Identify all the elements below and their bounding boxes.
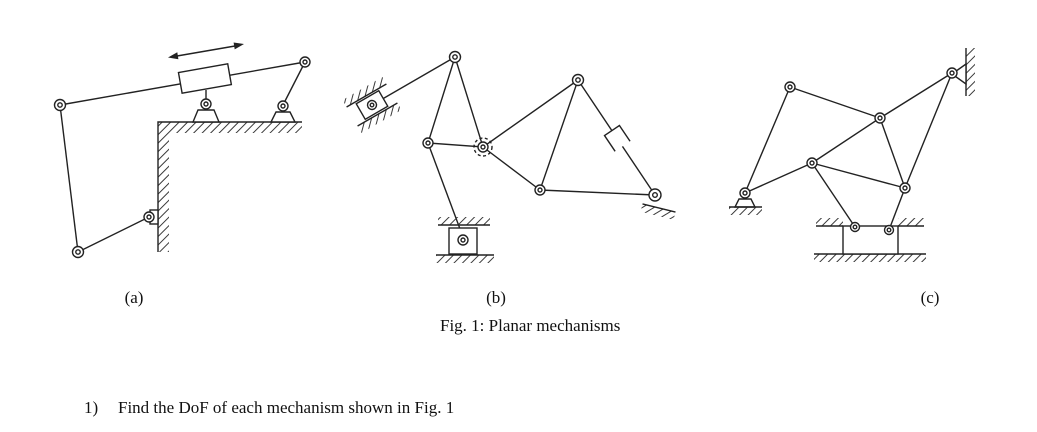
wall-pivot-a xyxy=(143,209,159,225)
figure-label-a: (a) xyxy=(124,288,144,307)
revolute-joints-b xyxy=(422,50,585,196)
pin-support-a xyxy=(269,100,297,123)
question-number: 1) xyxy=(84,398,99,417)
triangle-link-1 xyxy=(427,54,484,148)
mechanism-c-diagram xyxy=(729,48,975,262)
bottom-slider-c xyxy=(814,218,926,262)
wall-c xyxy=(950,48,975,96)
ground-wall-a xyxy=(157,121,302,252)
question-item: 1) Find the DoF of each mechanism shown … xyxy=(84,398,454,418)
mechanism-b-diagram xyxy=(342,50,676,263)
revolute-joints-c xyxy=(739,67,958,236)
figure-caption: Fig. 1: Planar mechanisms xyxy=(440,316,621,335)
prismatic-sleeve-b xyxy=(603,124,631,152)
ground-pivot-b xyxy=(640,188,676,220)
inclined-slider-guide-b xyxy=(342,77,402,133)
ground-pivot-c xyxy=(729,198,762,215)
triangle-link-2 xyxy=(481,78,580,192)
planar-mechanisms-figure xyxy=(53,42,975,263)
question-text: Find the DoF of each mechanism shown in … xyxy=(118,398,455,417)
slider-block-a xyxy=(177,63,233,123)
figure-label-b: (b) xyxy=(486,288,506,307)
motion-arrow-a xyxy=(168,42,244,60)
figure-label-c: (c) xyxy=(920,288,940,307)
links-c xyxy=(744,72,953,231)
revolute-joints-a xyxy=(53,56,311,259)
mechanism-a-diagram xyxy=(53,42,311,259)
bottom-slider-b xyxy=(436,217,494,263)
